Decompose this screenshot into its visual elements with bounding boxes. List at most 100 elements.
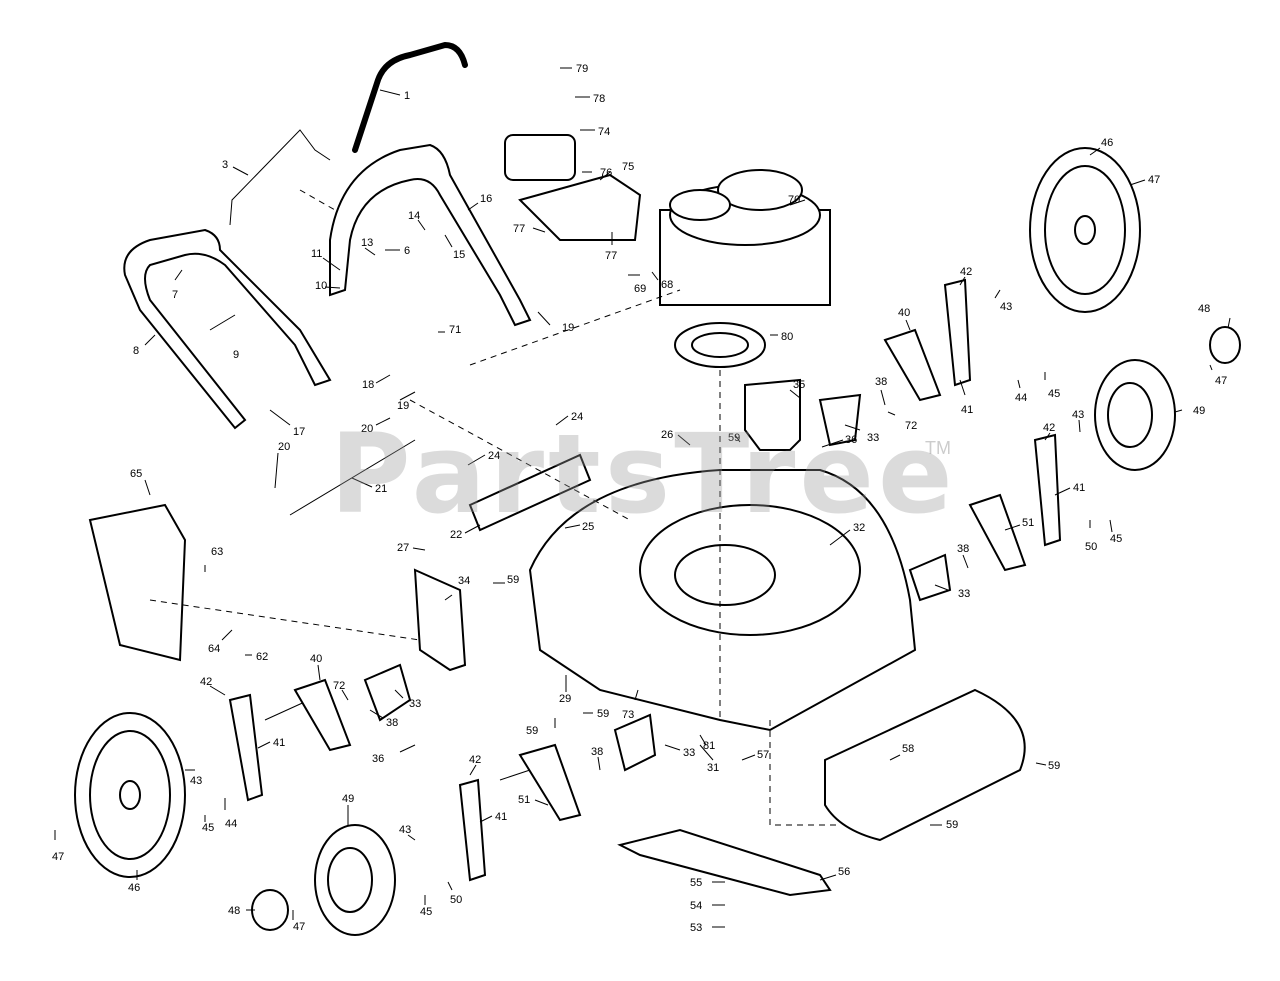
label-77b: 77 — [605, 250, 617, 262]
label-47b: 47 — [1215, 375, 1227, 387]
label-77: 77 — [513, 223, 525, 235]
watermark: PartsTree — [330, 410, 957, 538]
label-81: 81 — [703, 740, 715, 752]
bracket-51-b — [518, 743, 582, 822]
label-38d: 38 — [591, 746, 603, 758]
label-26: 26 — [661, 429, 673, 441]
label-41c: 41 — [273, 737, 285, 749]
control-bar — [229, 129, 331, 226]
label-78: 78 — [593, 93, 605, 105]
label-10: 10 — [315, 280, 327, 292]
label-42c: 42 — [200, 676, 212, 688]
label-51b: 51 — [518, 794, 530, 806]
filter-bracket — [518, 173, 642, 241]
label-6: 6 — [404, 245, 410, 257]
label-54: 54 — [690, 900, 702, 912]
label-63: 63 — [211, 546, 223, 558]
label-8: 8 — [133, 345, 139, 357]
label-49: 49 — [1193, 405, 1205, 417]
baffle — [824, 688, 1026, 842]
air-filter — [504, 134, 576, 181]
label-70: 70 — [788, 194, 800, 206]
label-45d: 45 — [420, 906, 432, 918]
grass-bag — [88, 503, 187, 662]
label-27: 27 — [397, 542, 409, 554]
label-42: 42 — [960, 266, 972, 278]
label-47: 47 — [1148, 174, 1160, 186]
label-33b: 33 — [958, 588, 970, 600]
wheel-front-right — [1094, 359, 1176, 471]
label-20: 20 — [361, 423, 373, 435]
label-36: 36 — [845, 434, 857, 446]
label-20b: 20 — [278, 441, 290, 453]
label-75: 75 — [622, 161, 634, 173]
watermark-tm: TM — [925, 438, 951, 458]
label-58: 58 — [902, 743, 914, 755]
blade — [617, 828, 832, 897]
arm-41-a — [943, 278, 972, 387]
label-32: 32 — [853, 522, 865, 534]
label-40b: 40 — [310, 653, 322, 665]
adjuster-33-c — [363, 663, 412, 722]
mower-deck — [528, 469, 917, 732]
hubcap-48-bottom — [251, 889, 289, 931]
label-22: 22 — [450, 529, 462, 541]
label-43c: 43 — [190, 775, 202, 787]
label-24b: 24 — [571, 411, 583, 423]
label-9: 9 — [233, 349, 239, 361]
label-16: 16 — [480, 193, 492, 205]
label-59b: 59 — [507, 574, 519, 586]
arm-41-b — [1033, 433, 1062, 547]
label-51: 51 — [1022, 517, 1034, 529]
label-41d: 41 — [495, 811, 507, 823]
label-59c: 59 — [597, 708, 609, 720]
bracket-40-a — [883, 328, 942, 402]
label-41: 41 — [961, 404, 973, 416]
label-13: 13 — [361, 237, 373, 249]
adjuster-33-a — [818, 393, 862, 447]
adjuster-33-d — [613, 713, 657, 772]
label-43d: 43 — [399, 824, 411, 836]
label-48b: 48 — [228, 905, 240, 917]
upper-handle — [352, 42, 468, 153]
label-59e: 59 — [1048, 760, 1060, 772]
label-50b: 50 — [450, 894, 462, 906]
label-45c: 45 — [202, 822, 214, 834]
label-46: 46 — [1101, 137, 1113, 149]
label-33d: 33 — [683, 747, 695, 759]
label-76: 76 — [600, 167, 612, 179]
label-29: 29 — [559, 693, 571, 705]
label-14: 14 — [408, 210, 420, 222]
label-34: 34 — [458, 575, 470, 587]
label-42d: 42 — [469, 754, 481, 766]
label-38c: 38 — [386, 717, 398, 729]
label-33: 33 — [867, 432, 879, 444]
arm-41-d — [458, 778, 487, 882]
bracket-40-b — [293, 678, 352, 752]
label-49b: 49 — [342, 793, 354, 805]
label-15: 15 — [453, 249, 465, 261]
bag-frame — [123, 228, 332, 430]
label-47d: 47 — [293, 921, 305, 933]
label-73: 73 — [622, 709, 634, 721]
label-33c: 33 — [409, 698, 421, 710]
label-25: 25 — [582, 521, 594, 533]
label-62: 62 — [256, 651, 268, 663]
label-1: 1 — [404, 90, 410, 102]
label-38: 38 — [875, 376, 887, 388]
rear-rod — [289, 439, 416, 516]
label-72: 72 — [905, 420, 917, 432]
label-46b: 46 — [128, 882, 140, 894]
label-21: 21 — [375, 483, 387, 495]
label-71: 71 — [449, 324, 461, 336]
label-59f: 59 — [946, 819, 958, 831]
label-79: 79 — [576, 63, 588, 75]
label-59: 59 — [728, 432, 740, 444]
wheel-rear-right — [1029, 147, 1141, 313]
label-35: 35 — [793, 379, 805, 391]
bracket-51-a — [968, 493, 1027, 572]
label-74: 74 — [598, 126, 610, 138]
label-65: 65 — [130, 468, 142, 480]
label-11: 11 — [311, 248, 322, 260]
